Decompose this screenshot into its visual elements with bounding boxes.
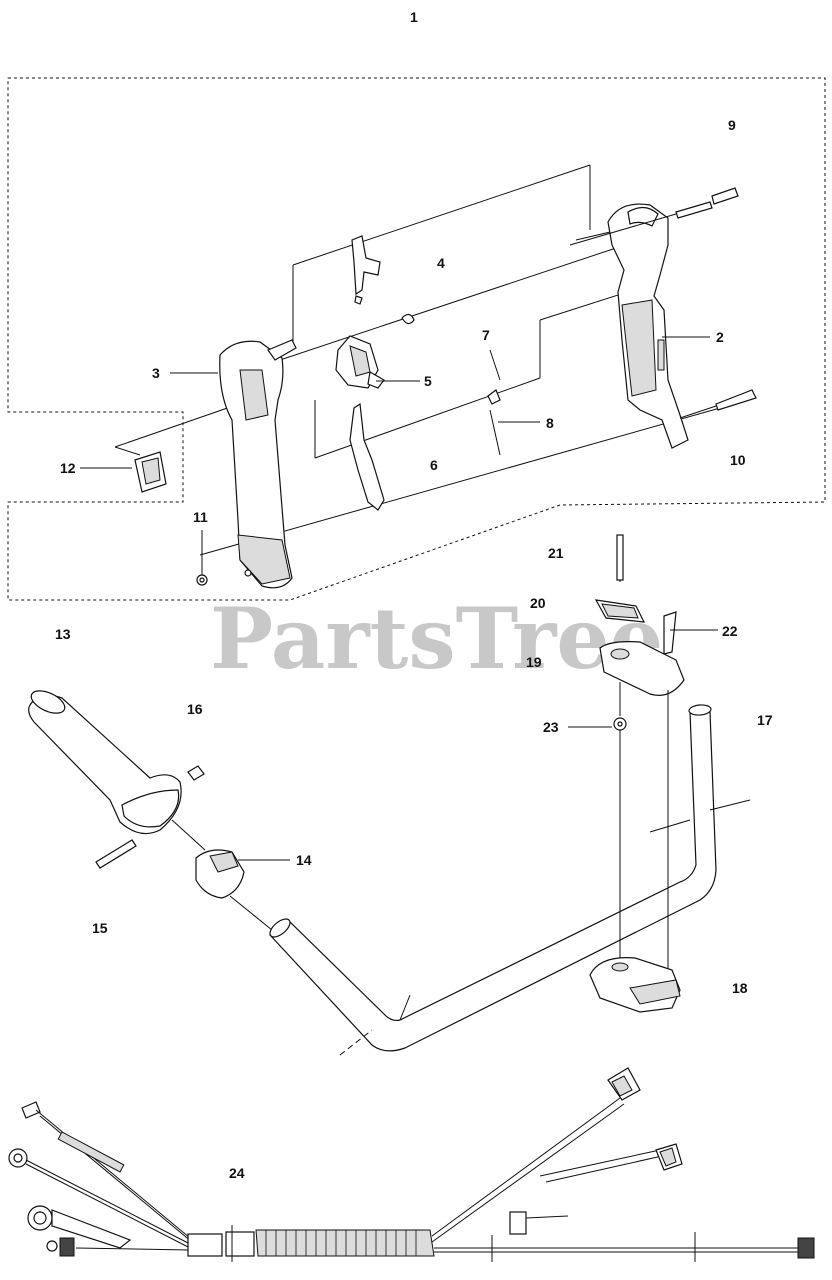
nut-11 — [196, 530, 208, 586]
clamp-14 — [171, 819, 273, 931]
callout-14: 14 — [296, 852, 312, 868]
callout-16: 16 — [187, 701, 203, 717]
callout-23: 23 — [543, 719, 559, 735]
callout-8: 8 — [546, 415, 554, 431]
spring-pins — [487, 349, 501, 456]
callout-13: 13 — [55, 626, 71, 642]
callout-5: 5 — [424, 373, 432, 389]
callout-1: 1 — [410, 9, 418, 25]
spring-small — [401, 313, 415, 325]
callout-3: 3 — [152, 365, 160, 381]
callout-11: 11 — [193, 509, 208, 525]
callout-21: 21 — [548, 545, 564, 561]
watermark: PartsTree — [210, 589, 663, 688]
callout-12: 12 — [60, 460, 76, 476]
callout-6: 6 — [430, 457, 438, 473]
trigger-part — [351, 235, 381, 305]
callout-7: 7 — [482, 327, 490, 343]
callout-18: 18 — [732, 980, 748, 996]
left-handle-half — [219, 339, 297, 589]
callout-2: 2 — [716, 329, 724, 345]
callout-15: 15 — [92, 920, 108, 936]
screw-10 — [679, 389, 757, 419]
callout-17: 17 — [757, 712, 773, 728]
callout-9: 9 — [728, 117, 736, 133]
clamp-hardware — [594, 534, 685, 990]
right-handle-half — [607, 203, 689, 449]
callout-24: 24 — [229, 1165, 245, 1181]
assembly-boundary — [7, 77, 826, 601]
callout-10: 10 — [730, 452, 746, 468]
callout-19: 19 — [526, 654, 542, 670]
connector-12 — [134, 451, 167, 493]
throttle-lever — [349, 402, 385, 511]
callout-20: 20 — [530, 595, 546, 611]
bolt-15 — [95, 765, 205, 869]
callout-labels: 1 9 4 7 2 3 5 8 10 6 12 11 21 20 13 22 1… — [55, 9, 773, 1181]
callout-leaders — [80, 336, 718, 861]
lower-clamp-18 — [589, 957, 681, 1013]
callout-4: 4 — [437, 255, 445, 271]
loop-tube-17 — [269, 704, 751, 1056]
screw-9 — [569, 187, 739, 246]
grip-16 — [28, 690, 182, 835]
switch-part — [335, 335, 385, 389]
wiring-harness-24 — [8, 1067, 815, 1262]
callout-22: 22 — [722, 623, 738, 639]
